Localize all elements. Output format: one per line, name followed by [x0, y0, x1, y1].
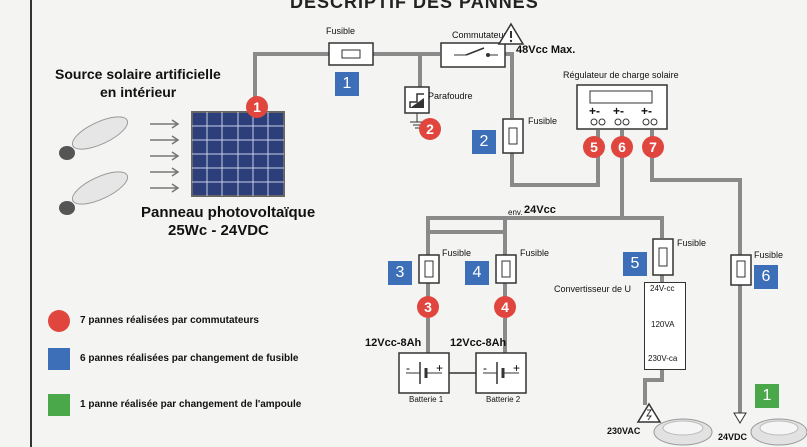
fuse-top-label: Fusible — [326, 26, 356, 36]
switch-icon — [440, 42, 506, 68]
fuse-2-label: Fusible — [528, 116, 558, 126]
svg-text:+: + — [436, 361, 443, 375]
converter-box — [644, 282, 686, 370]
blue-marker-1: 1 — [335, 72, 359, 96]
source-title-line1: Source solaire artificielle — [55, 66, 221, 82]
legend-red-text: 7 pannes réalisées par commutateurs — [80, 315, 259, 326]
wire-panel-up — [253, 52, 330, 108]
wire-to-reg5 — [510, 130, 600, 187]
fuse-5-label: Fusible — [677, 238, 707, 248]
wire-bus — [426, 130, 624, 255]
warning-icon — [497, 22, 525, 45]
red-marker-5: 5 — [583, 136, 605, 158]
legend-blue-icon — [48, 348, 70, 370]
regulator-terminal-1: +- — [589, 104, 601, 118]
red-marker-4: 4 — [494, 296, 516, 318]
frame-left — [30, 0, 32, 447]
fuse-6-label: Fusible — [754, 250, 784, 260]
battery-1-name: Batterie 1 — [409, 395, 444, 404]
light-rays-icon — [150, 119, 180, 193]
blue-marker-4: 4 — [465, 261, 489, 285]
fuse-6-icon — [730, 254, 752, 286]
bus-voltage-prefix: env. — [508, 208, 523, 217]
legend-red-icon — [48, 310, 70, 332]
svg-text:+: + — [513, 361, 520, 375]
red-marker-2: 2 — [419, 118, 441, 140]
surge-protector-icon — [404, 86, 430, 129]
blue-marker-5: 5 — [623, 252, 647, 276]
fuse-3-label: Fusible — [442, 248, 472, 258]
regulator-icon — [576, 84, 668, 130]
voltage-warning: 48Vcc Max. — [516, 44, 576, 56]
batteries-icon: - + - + — [398, 352, 527, 394]
regulator-terminal-3: +- — [641, 104, 653, 118]
surge-label: Parafoudre — [428, 91, 473, 101]
source-title-line2: en intérieur — [100, 84, 177, 100]
svg-text:-: - — [483, 361, 487, 375]
red-marker-7: 7 — [642, 136, 664, 158]
battery-2-name: Batterie 2 — [486, 395, 521, 404]
regulator-terminal-2: +- — [613, 104, 625, 118]
switch-label: Commutateur — [452, 30, 507, 40]
lamp-icon — [59, 116, 129, 215]
converter-out: 230V-ca — [648, 354, 678, 363]
warning-230-icon — [636, 402, 662, 423]
wire-conv — [622, 216, 664, 238]
lamp-24-icon — [750, 418, 807, 446]
output-24: 24VDC — [718, 432, 748, 442]
converter-in: 24V-cc — [650, 284, 675, 293]
red-marker-1: 1 — [246, 96, 268, 118]
legend-blue-text: 6 pannes réalisées par changement de fus… — [80, 353, 299, 364]
converter-power: 120VA — [651, 320, 675, 329]
legend-green-text: 1 panne réalisée par changement de l'amp… — [80, 399, 302, 410]
battery-1-rating: 12Vcc-8Ah — [365, 337, 422, 349]
lamp-230-icon — [653, 418, 713, 446]
regulator-label: Régulateur de charge solaire — [563, 70, 679, 80]
svg-text:-: - — [406, 361, 410, 375]
fuse-5-icon — [652, 238, 674, 276]
output-230: 230VAC — [607, 426, 641, 436]
battery-2-rating: 12Vcc-8Ah — [450, 337, 507, 349]
blue-marker-6: 6 — [754, 265, 778, 289]
blue-marker-2: 2 — [472, 130, 496, 154]
fuse-2-icon — [502, 118, 524, 154]
bus-voltage: 24Vcc — [524, 204, 556, 216]
fuse-3-icon — [418, 254, 440, 284]
green-marker-1: 1 — [755, 384, 779, 408]
page-title: DESCRIPTIF DES PANNES — [290, 0, 539, 12]
panel-label-line1: Panneau photovoltaïque — [141, 204, 316, 221]
red-marker-6: 6 — [611, 136, 633, 158]
legend-green-icon — [48, 394, 70, 416]
red-marker-3: 3 — [417, 296, 439, 318]
converter-label: Convertisseur de U — [554, 284, 632, 294]
fuse-4-label: Fusible — [520, 248, 550, 258]
fuse-top-icon — [328, 42, 374, 66]
blue-marker-3: 3 — [388, 261, 412, 285]
fuse-4-icon — [495, 254, 517, 284]
arrow-24-icon — [733, 412, 747, 424]
wire-out6 — [650, 130, 742, 255]
wire-switch-down — [505, 52, 514, 118]
panel-label-line2: 25Wc - 24VDC — [168, 222, 269, 239]
solar-panel-icon — [191, 111, 285, 197]
